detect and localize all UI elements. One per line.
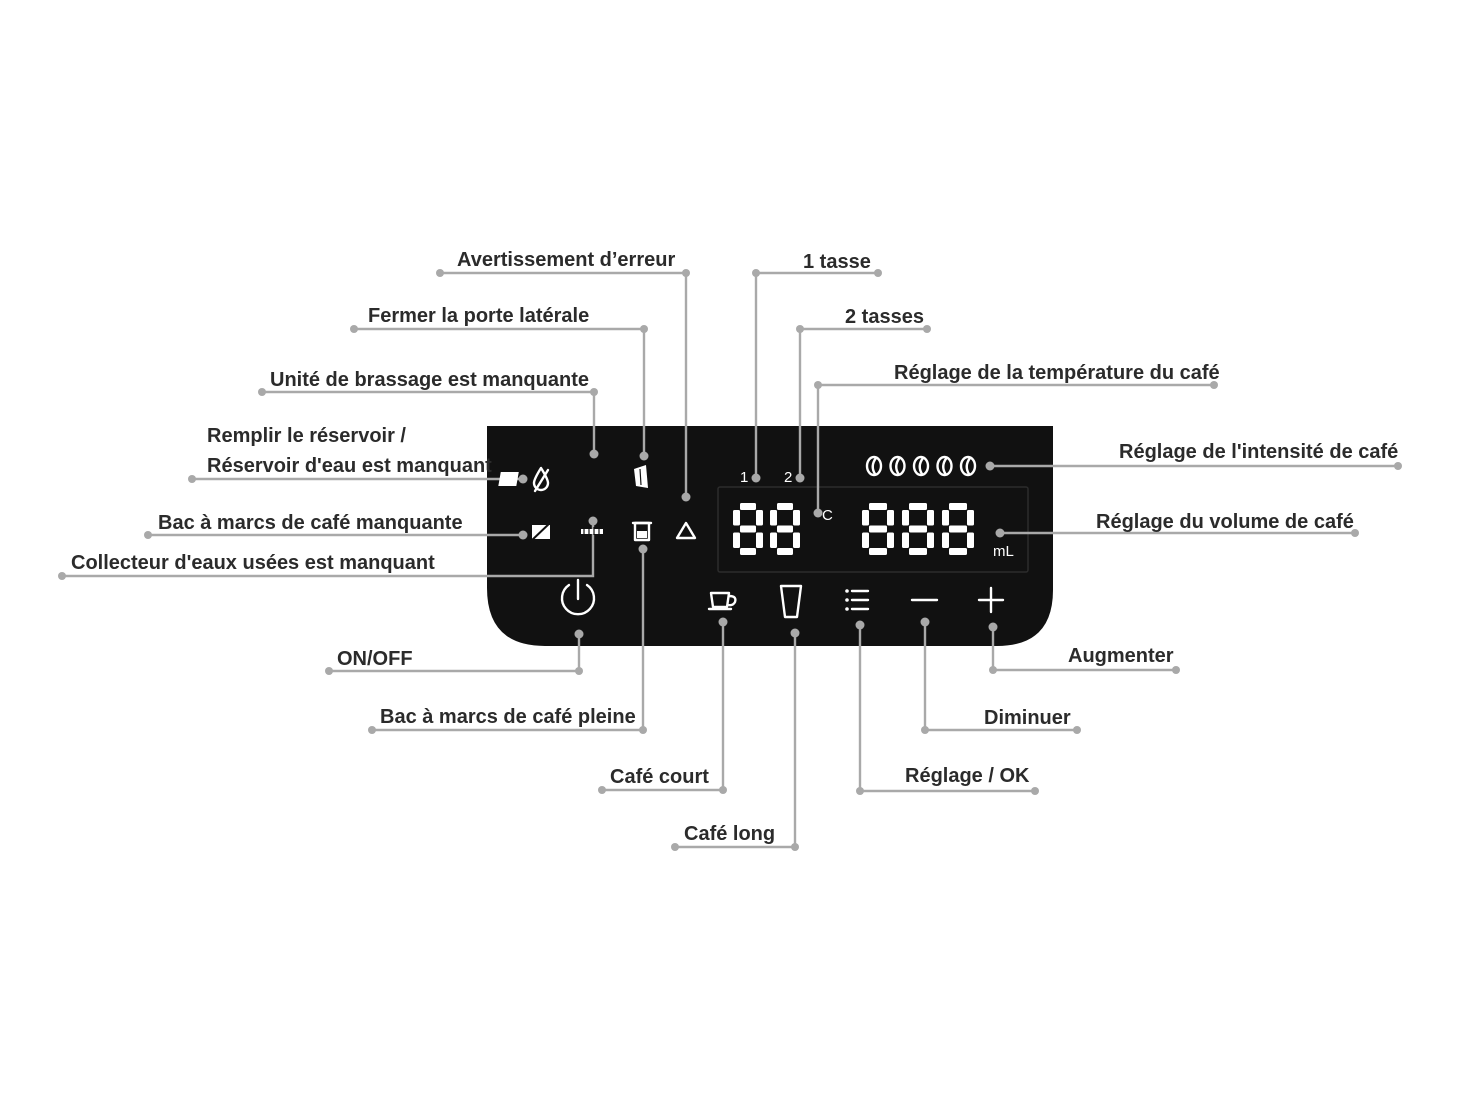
display-window bbox=[717, 486, 1029, 573]
segment-e bbox=[733, 532, 740, 548]
coffee-bean-icon bbox=[912, 455, 930, 477]
display-digit bbox=[902, 503, 934, 555]
short-coffee-button[interactable] bbox=[707, 591, 737, 611]
label-drip-tray-missing: Collecteur d'eaux usées est manquant bbox=[71, 552, 435, 574]
segment-g bbox=[777, 525, 793, 533]
display-digit bbox=[862, 503, 894, 555]
grounds-bin-full-icon bbox=[631, 521, 653, 542]
segment-b bbox=[793, 510, 800, 526]
segment-e bbox=[862, 532, 869, 548]
temperature-display bbox=[733, 503, 800, 555]
label-fill-tank-line2: Réservoir d'eau est manquant bbox=[207, 455, 492, 477]
segment-f bbox=[770, 510, 777, 526]
segment-b bbox=[887, 510, 894, 526]
label-grounds-bin-missing: Bac à marcs de café manquante bbox=[158, 512, 463, 534]
label-grounds-bin-full: Bac à marcs de café pleine bbox=[380, 706, 636, 728]
coffee-bean-icon bbox=[936, 455, 953, 477]
callout-labels: Avertissement d’erreur Fermer la porte l… bbox=[71, 249, 1398, 845]
display-digit bbox=[733, 503, 763, 555]
label-increase: Augmenter bbox=[1068, 645, 1174, 667]
segment-d bbox=[740, 548, 756, 555]
label-decrease: Diminuer bbox=[984, 707, 1071, 729]
segment-f bbox=[862, 510, 869, 526]
label-volume-setting: Réglage du volume de café bbox=[1096, 511, 1354, 533]
coffee-bean-icon bbox=[889, 455, 906, 477]
settings-ok-button[interactable] bbox=[845, 589, 870, 611]
grounds-bin-icon bbox=[529, 520, 553, 543]
intensity-indicator bbox=[865, 455, 977, 477]
label-on-off: ON/OFF bbox=[337, 648, 413, 670]
label-short-coffee: Café court bbox=[610, 766, 709, 788]
label-brew-unit-missing: Unité de brassage est manquante bbox=[270, 369, 589, 391]
water-tank-icon bbox=[532, 466, 550, 493]
coffee-bean-icon bbox=[959, 455, 977, 477]
side-door-icon bbox=[634, 465, 648, 488]
power-button[interactable] bbox=[560, 578, 596, 616]
segment-f bbox=[902, 510, 909, 526]
segment-c bbox=[887, 532, 894, 548]
segment-f bbox=[733, 510, 740, 526]
segment-g bbox=[740, 525, 756, 533]
label-intensity-setting: Réglage de l'intensité de café bbox=[1119, 441, 1398, 463]
segment-g bbox=[949, 525, 967, 533]
label-long-coffee: Café long bbox=[684, 823, 775, 845]
segment-c bbox=[793, 532, 800, 548]
brew-unit-icon bbox=[498, 469, 601, 489]
segment-e bbox=[942, 532, 949, 548]
long-coffee-button[interactable] bbox=[779, 584, 803, 619]
label-one-cup: 1 tasse bbox=[803, 251, 871, 273]
label-fill-tank-line1: Remplir le réservoir / bbox=[207, 425, 406, 447]
segment-d bbox=[869, 548, 887, 555]
label-temperature-setting: Réglage de la température du café bbox=[894, 362, 1220, 384]
segment-d bbox=[909, 548, 927, 555]
temperature-unit: C bbox=[822, 507, 833, 524]
segment-a bbox=[949, 503, 967, 510]
coffee-bean-icon bbox=[865, 455, 883, 477]
drip-tray-icon bbox=[581, 527, 603, 535]
segment-e bbox=[902, 532, 909, 548]
error-warning-icon bbox=[675, 521, 697, 540]
segment-b bbox=[967, 510, 974, 526]
one-cup-marker: 1 bbox=[740, 469, 748, 486]
display-digit bbox=[942, 503, 974, 555]
segment-f bbox=[942, 510, 949, 526]
two-cups-marker: 2 bbox=[784, 469, 792, 486]
label-settings-ok: Réglage / OK bbox=[905, 765, 1030, 787]
display-digit bbox=[770, 503, 800, 555]
segment-e bbox=[770, 532, 777, 548]
label-error-warning: Avertissement d’erreur bbox=[457, 249, 675, 271]
segment-g bbox=[869, 525, 887, 533]
volume-unit: mL bbox=[993, 543, 1014, 560]
segment-c bbox=[756, 532, 763, 548]
segment-b bbox=[756, 510, 763, 526]
segment-d bbox=[949, 548, 967, 555]
label-close-side-door: Fermer la porte latérale bbox=[368, 305, 589, 327]
volume-display bbox=[862, 503, 974, 555]
segment-c bbox=[967, 532, 974, 548]
label-two-cups: 2 tasses bbox=[845, 306, 924, 328]
segment-b bbox=[927, 510, 934, 526]
segment-c bbox=[927, 532, 934, 548]
segment-a bbox=[909, 503, 927, 510]
leader-dots bbox=[58, 269, 1402, 851]
segment-a bbox=[777, 503, 793, 510]
segment-a bbox=[740, 503, 756, 510]
increase-button[interactable] bbox=[977, 586, 1005, 614]
segment-d bbox=[777, 548, 793, 555]
segment-g bbox=[909, 525, 927, 533]
segment-a bbox=[869, 503, 887, 510]
